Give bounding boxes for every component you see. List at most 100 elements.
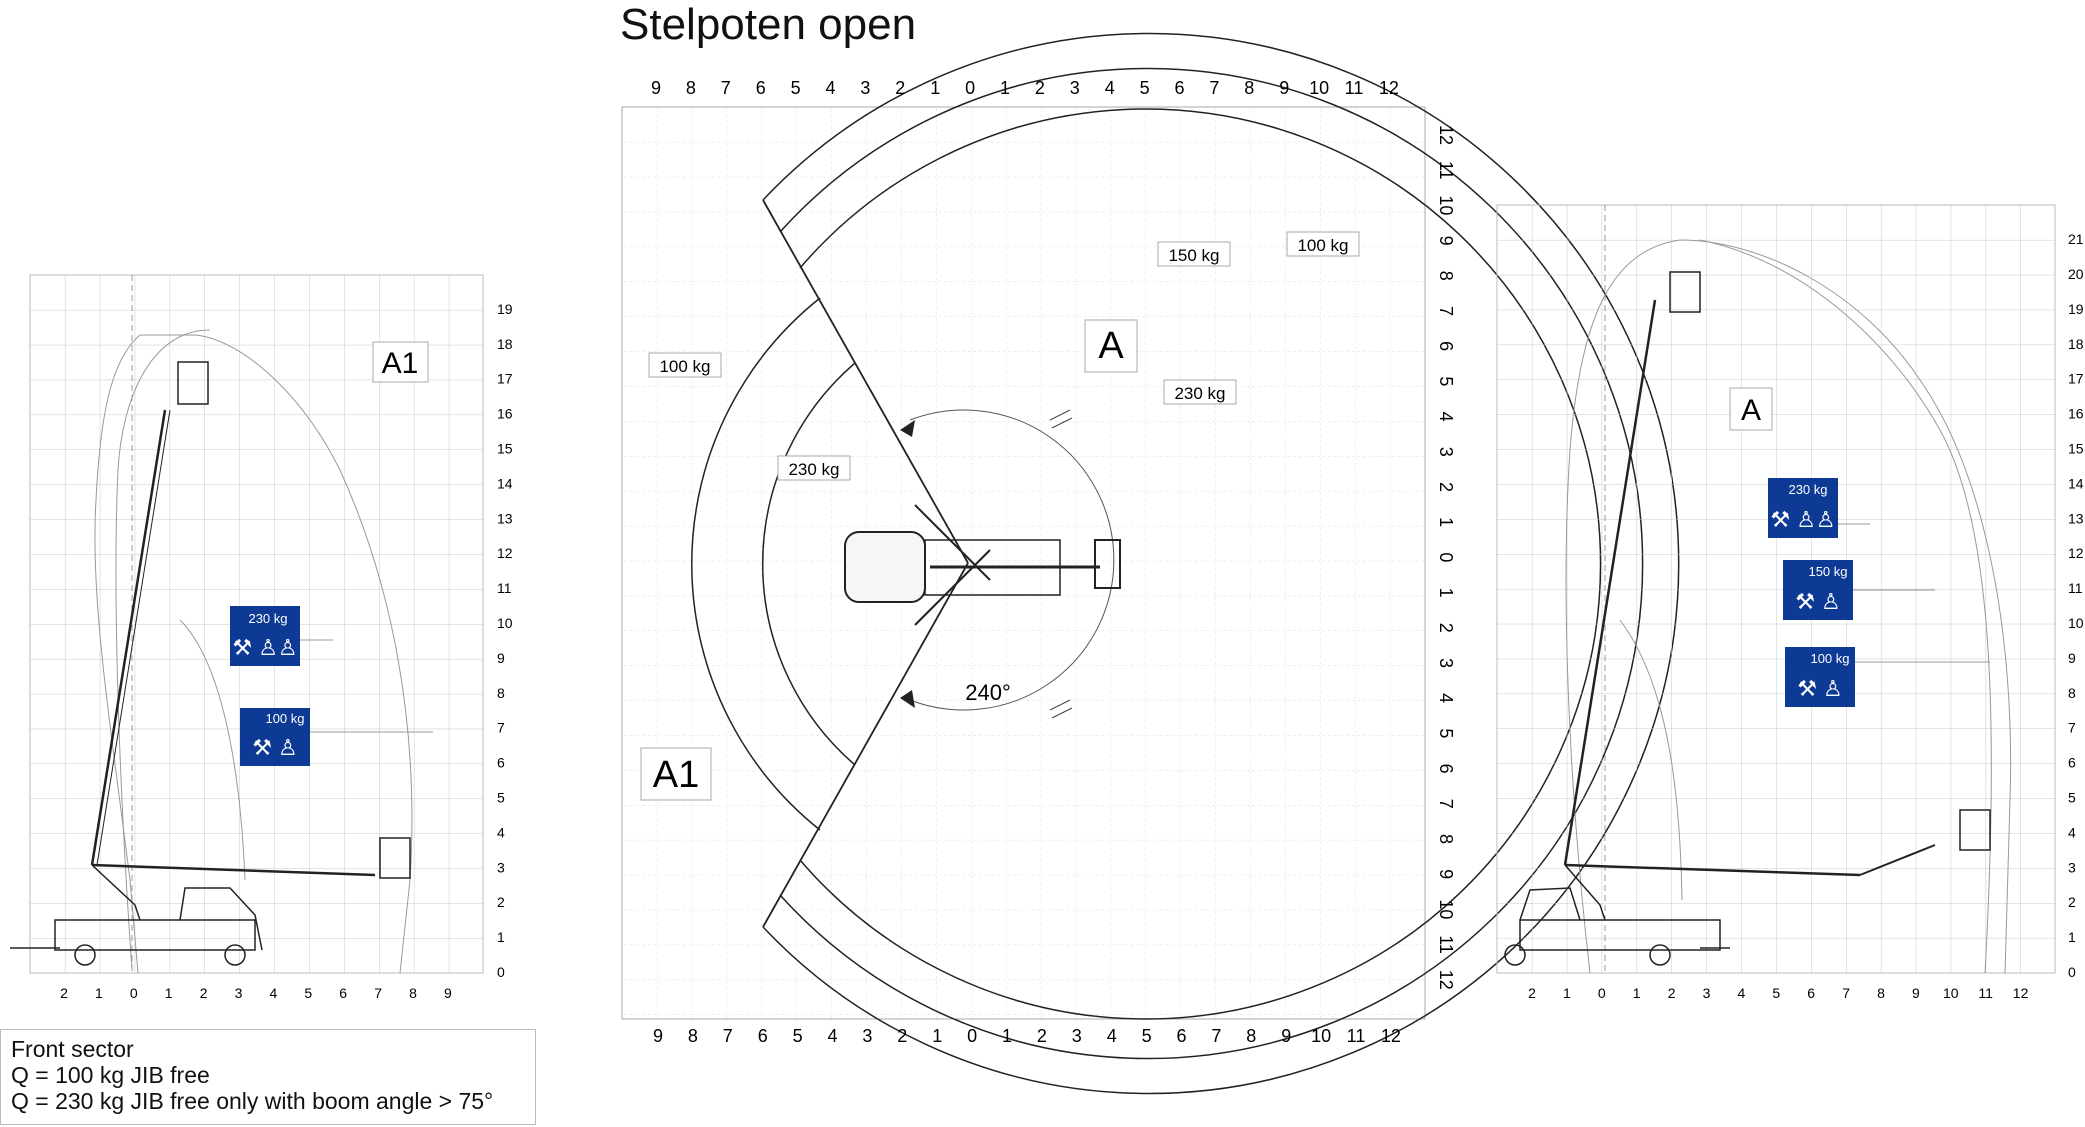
x-tick-label: 4 [825,78,835,98]
y-tick-label: 2 [1436,623,1456,633]
x-tick-label: 6 [756,78,766,98]
left-envelope-outer [94,334,413,974]
y-tick-label: 7 [497,720,505,736]
x-tick-label: 5 [1140,78,1150,98]
load-label-230-right: 230 kg [1174,384,1225,403]
right-boom-vertical [1563,299,1657,866]
y-tick-label: 8 [1436,271,1456,281]
load-label-230-left: 230 kg [788,460,839,479]
left-basket-side [379,837,411,879]
x-tick-label: 2 [1668,985,1676,1001]
x-tick-label: 6 [1174,78,1184,98]
right-envelope-mid [1699,239,1992,974]
y-tick-label: 0 [1436,552,1456,562]
ring-100kg-a1 [691,297,821,831]
y-tick-label: 6 [2068,755,2076,771]
left-sign-230: 230 kg ⚒ ♙♙ [230,606,333,666]
y-tick-label: 10 [1436,195,1456,215]
left-basket-top [177,361,209,405]
x-tick-label: 2 [1035,78,1045,98]
y-tick-label: 0 [497,964,505,980]
y-tick-label: 7 [2068,720,2076,736]
x-tick-label: 11 [1345,78,1364,98]
right-envelope-curve [1619,619,1683,901]
y-tick-label: 5 [497,790,505,806]
center-grid [621,106,1426,1020]
y-tick-label: 4 [2068,824,2076,840]
left-boom-horizontal [91,863,376,877]
x-tick-label: 4 [1105,78,1115,98]
load-label-100-left: 100 kg [659,357,710,376]
x-tick-label: 12 [1379,78,1399,98]
y-tick-label: 2 [497,894,505,910]
x-tick-label: 4 [1738,985,1746,1001]
y-tick-label: 19 [497,301,513,317]
y-tick-label: 12 [2068,545,2084,561]
x-tick-label: 9 [653,1026,663,1046]
load-label-100-right: 100 kg [1297,236,1348,255]
sector-line-top [762,199,969,564]
y-tick-label: 9 [2068,650,2076,666]
right-sign-150-label: 150 kg [1808,564,1847,579]
y-tick-label: 10 [2068,615,2084,631]
y-tick-label: 1 [497,929,505,945]
y-tick-label: 8 [497,685,505,701]
y-tick-label: 12 [1436,125,1456,145]
left-sign-230-label: 230 kg [248,611,287,626]
x-tick-label: 7 [374,985,382,1001]
x-tick-label: 4 [827,1026,837,1046]
y-tick-label: 9 [1436,236,1456,246]
center-top-view-chart: A A1 240° 150 kg 100 kg 230 kg 100 kg 23… [621,32,1680,1095]
right-jib [1859,844,1936,876]
y-tick-label: 20 [2068,266,2084,282]
ring-230kg-a1 [761,362,856,766]
y-tick-label: 3 [2068,859,2076,875]
x-tick-label: 9 [1279,78,1289,98]
y-tick-label: 1 [1436,588,1456,598]
angle-label: 240° [965,680,1011,705]
y-tick-label: 3 [1436,447,1456,457]
legend-line-3: Q = 230 kg JIB free only with boom angle… [11,1088,494,1114]
y-tick-label: 15 [497,441,513,457]
left-envelope-inner [115,329,211,971]
y-tick-label: 9 [497,650,505,666]
tools-worker-icon: ⚒ ♙♙ [1770,507,1835,532]
right-envelope-outer [1565,239,2012,974]
x-tick-label: 1 [930,78,940,98]
x-tick-label: 6 [1176,1026,1186,1046]
right-basket-side [1959,809,1991,851]
x-tick-label: 6 [758,1026,768,1046]
y-tick-label: 12 [1436,970,1456,990]
y-tick-label: 7 [1436,799,1456,809]
x-tick-label: 3 [860,78,870,98]
x-tick-label: 12 [1381,1026,1401,1046]
x-tick-label: 3 [1072,1026,1082,1046]
y-tick-label: 13 [2068,510,2084,526]
y-tick-label: 11 [497,580,512,596]
y-tick-label: 4 [1436,693,1456,703]
x-tick-label: 12 [2013,985,2029,1001]
x-tick-label: 2 [200,985,208,1001]
x-tick-label: 7 [721,78,731,98]
y-tick-label: 1 [2068,929,2076,945]
arc-arrow-top [900,420,915,437]
x-tick-label: 2 [1528,985,1536,1001]
x-tick-label: 8 [409,985,417,1001]
x-tick-label: 1 [932,1026,942,1046]
sector-line-bottom [762,562,969,928]
y-tick-label: 5 [1436,728,1456,738]
y-tick-label: 18 [2068,336,2084,352]
y-tick-label: 2 [2068,894,2076,910]
y-tick-label: 4 [1436,412,1456,422]
y-tick-label: 19 [2068,301,2084,317]
x-tick-label: 9 [444,985,452,1001]
legend-box: Front sector Q = 100 kg JIB free Q = 230… [0,1029,536,1125]
x-tick-label: 1 [1563,985,1571,1001]
y-tick-label: 16 [2068,406,2084,422]
x-tick-label: 2 [60,985,68,1001]
y-tick-label: 13 [497,510,513,526]
